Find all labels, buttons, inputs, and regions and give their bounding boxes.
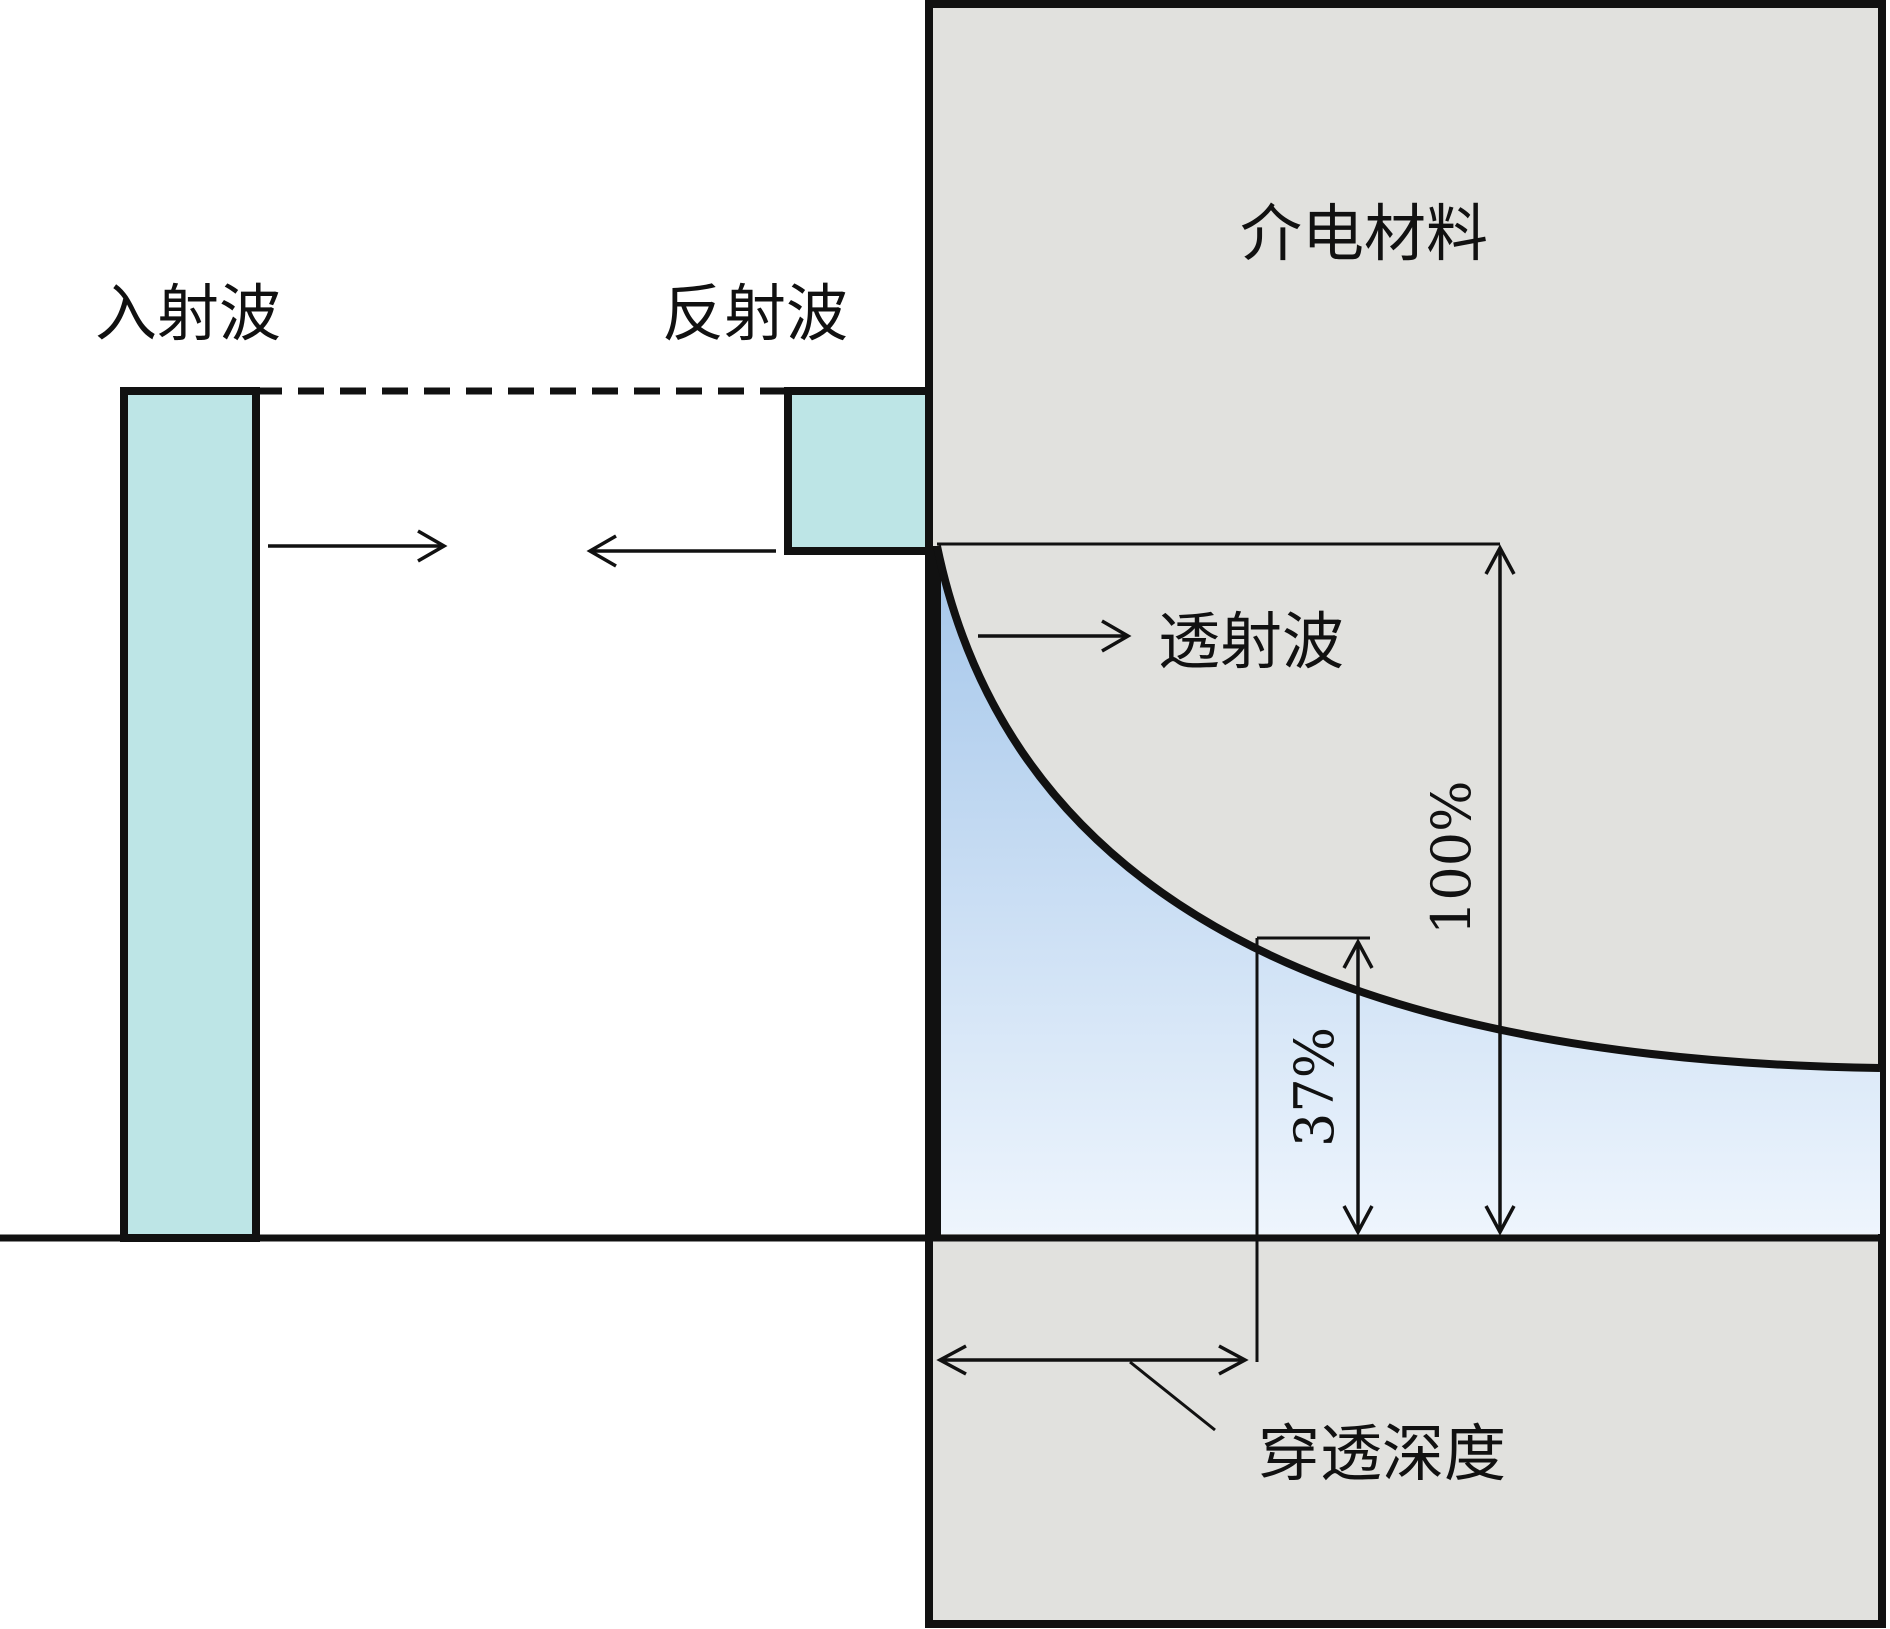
- percent-100-label: 100%: [1420, 781, 1483, 935]
- penetration-depth-label: 穿透深度: [1258, 1417, 1506, 1490]
- right-arrow-icon: [978, 619, 1132, 653]
- depth-leader-line: [1129, 1360, 1216, 1432]
- dielectric-material-block: [925, 0, 1886, 1628]
- right-arrow-icon: [268, 529, 448, 563]
- percent-37-label: 37%: [1283, 1027, 1346, 1147]
- incident-wave-block: [120, 387, 260, 1242]
- decay-curve: [933, 545, 1881, 1072]
- double-arrow-icon: [1484, 544, 1516, 1236]
- transmitted-wave-label: 透射波: [1158, 605, 1344, 678]
- reflected-wave-label: 反射波: [662, 277, 848, 350]
- left-arrow-icon: [586, 534, 776, 568]
- dielectric-material-label: 介电材料: [1240, 197, 1488, 270]
- incident-wave-label: 入射波: [95, 277, 281, 350]
- reflected-wave-block: [784, 387, 933, 555]
- double-arrow-icon: [1342, 938, 1374, 1236]
- transmitted-field-area: [937, 546, 1880, 1234]
- double-arrow-icon: [936, 1344, 1249, 1376]
